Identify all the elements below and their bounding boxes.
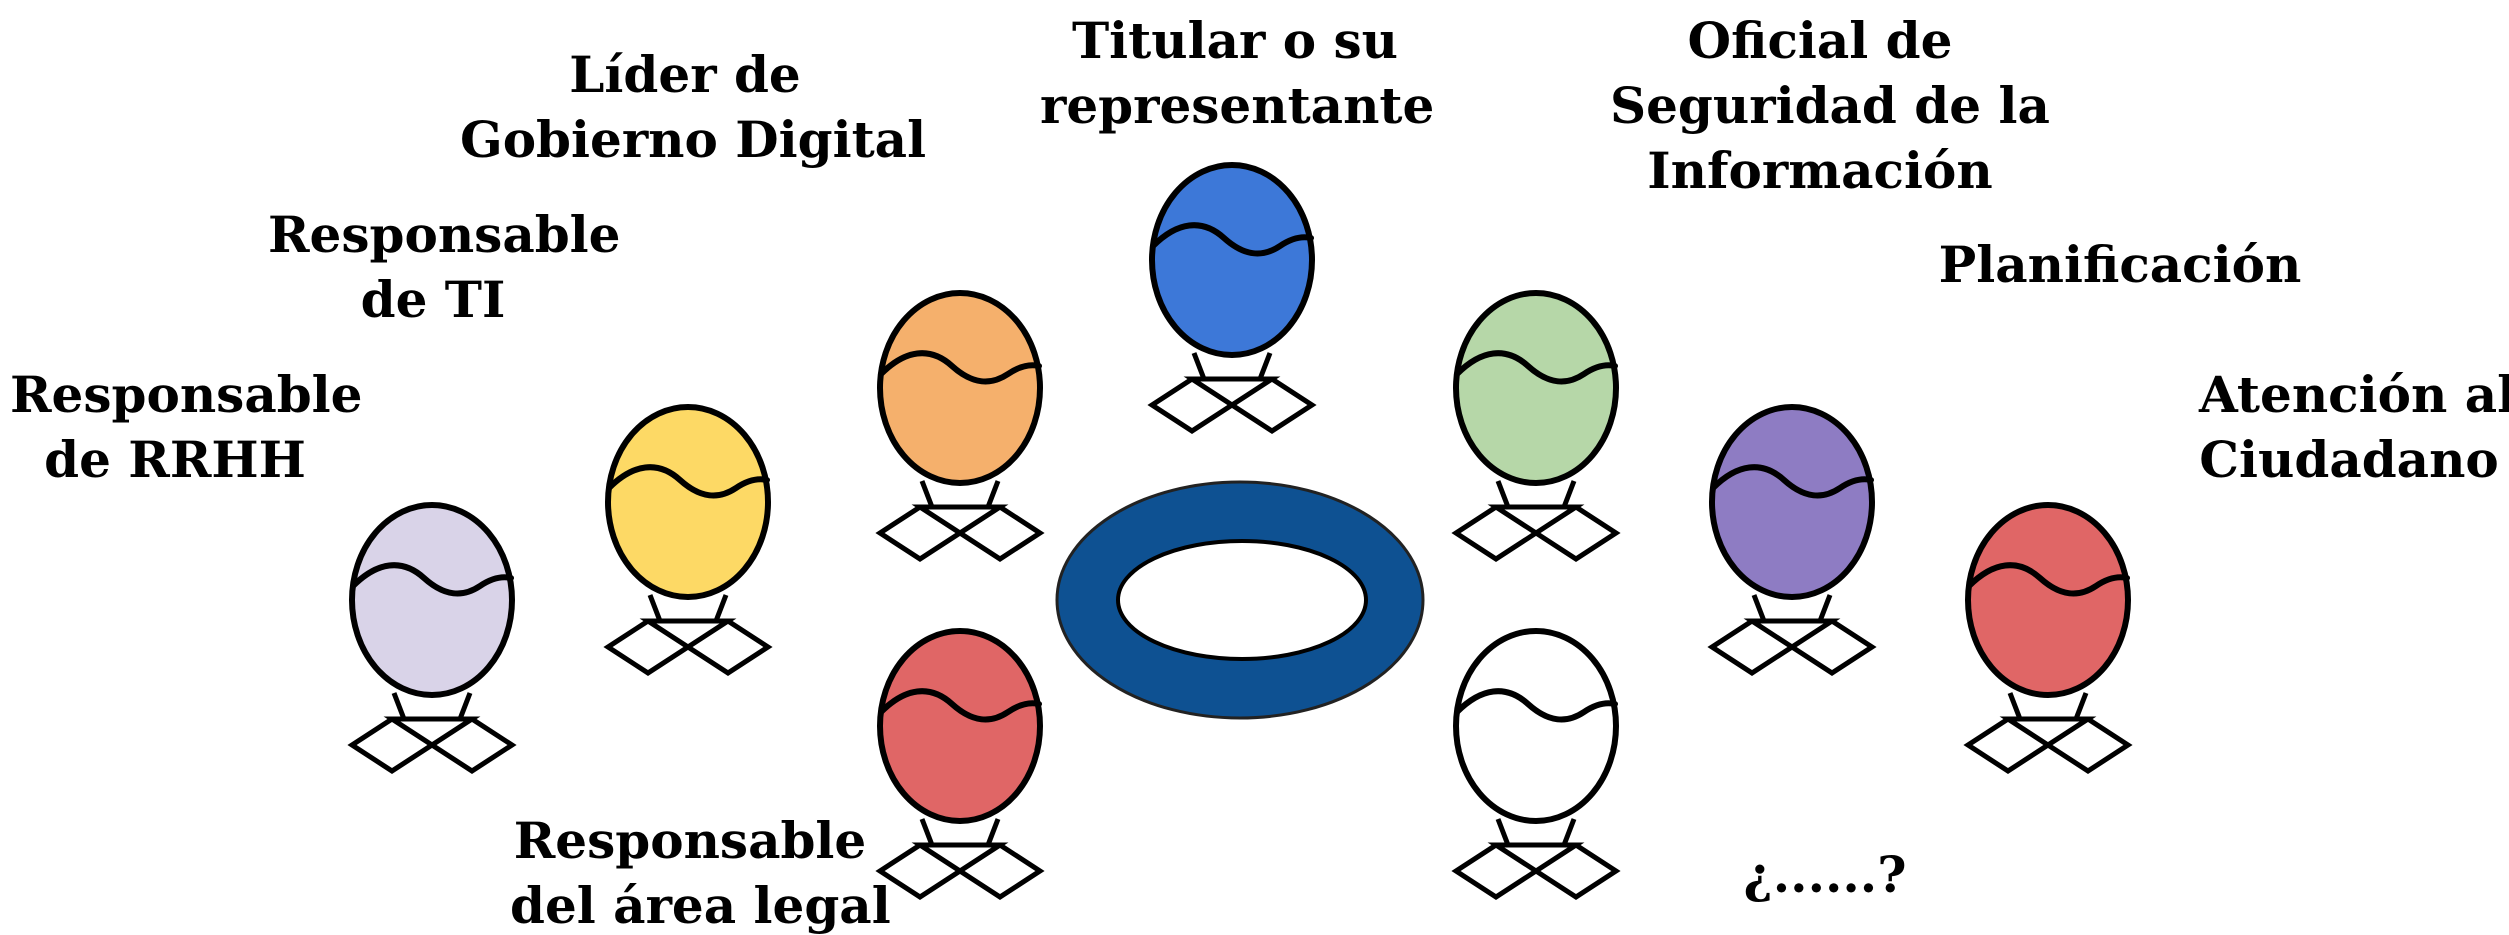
label-line: ¿......? (1743, 845, 1907, 904)
leg-diamond-right (911, 504, 1045, 562)
head-oval (349, 502, 515, 698)
leg-line (919, 480, 935, 508)
label-atencion-ciudadano: Atención al Ciudadano (2199, 362, 2509, 492)
figure-responsable-rrhh (347, 502, 517, 774)
leg-line (457, 692, 473, 720)
label-oficial-seguridad: Oficial de Seguridad de la Información (1610, 8, 2050, 203)
label-line: de RRHH (44, 430, 306, 489)
table-ring-hole (1116, 539, 1368, 661)
leg-line (919, 818, 935, 846)
leg-line (985, 480, 1001, 508)
label-line: Atención al (2199, 365, 2509, 424)
figure-unknown (1451, 628, 1621, 900)
label-line: del área legal (510, 876, 891, 935)
figure-responsable-ti (603, 404, 773, 676)
label-responsable-ti: Responsable de TI (268, 202, 621, 332)
leg-diamond-left (1451, 842, 1585, 900)
leg-diamond-right (1487, 842, 1621, 900)
hair-wave (1966, 562, 2130, 597)
label-planificacion: Planificación (1930, 232, 2310, 297)
label-line: Responsable (268, 205, 621, 264)
label-responsable-area-legal: Responsable del área legal (510, 808, 891, 935)
head-oval (1149, 162, 1315, 358)
leg-line (1495, 818, 1511, 846)
head-oval (1965, 502, 2131, 698)
leg-diamond-left (347, 716, 481, 774)
leg-line (985, 818, 1001, 846)
label-responsable-rrhh: Responsable de RRHH (10, 362, 363, 492)
label-line: Líder de (569, 45, 801, 104)
leg-diamond-left (1451, 504, 1585, 562)
label-line: representante (1040, 76, 1435, 135)
leg-diamond-right (383, 716, 517, 774)
leg-diamond-right (1487, 504, 1621, 562)
label-line: Responsable (10, 365, 363, 424)
figure-oficial-seguridad (1451, 290, 1621, 562)
leg-diamond-left (875, 842, 1009, 900)
leg-diamond-left (1707, 618, 1841, 676)
leg-diamond-left (1147, 376, 1281, 434)
leg-diamond-right (639, 618, 773, 676)
label-line: Titular o su (1071, 11, 1399, 70)
label-line: de TI (360, 270, 506, 329)
figure-titular-representante (1147, 162, 1317, 434)
label-line: Responsable (513, 811, 867, 870)
label-line: Oficial de (1687, 11, 1953, 70)
hair-wave (350, 562, 514, 597)
label-line: Información (1647, 141, 1993, 200)
leg-line (2007, 692, 2023, 720)
leg-line (1257, 352, 1273, 380)
label-line: Planificación (1938, 235, 2302, 294)
leg-diamond-right (1183, 376, 1317, 434)
figure-planificacion (1707, 404, 1877, 676)
head-oval (1453, 290, 1619, 486)
label-lider-gobierno-digital: Líder de Gobierno Digital (460, 42, 927, 172)
leg-diamond-right (1743, 618, 1877, 676)
leg-line (1817, 594, 1833, 622)
hair-wave (1710, 464, 1874, 499)
leg-line (1191, 352, 1207, 380)
hair-wave (878, 350, 1042, 385)
hair-wave (1150, 222, 1314, 257)
leg-diamond-right (911, 842, 1045, 900)
leg-line (647, 594, 663, 622)
leg-line (1561, 818, 1577, 846)
leg-diamond-left (1963, 716, 2097, 774)
leg-line (1495, 480, 1511, 508)
label-titular-representante: Titular o su representante (1040, 8, 1435, 138)
label-line: Ciudadano (2199, 430, 2499, 489)
hair-wave (606, 464, 770, 499)
label-unknown: ¿......? (1735, 842, 1915, 907)
head-oval (1453, 628, 1619, 824)
head-oval (605, 404, 771, 600)
head-oval (877, 628, 1043, 824)
leg-diamond-left (875, 504, 1009, 562)
figure-lider-gobierno-digital (875, 290, 1045, 562)
leg-line (391, 692, 407, 720)
label-line: Gobierno Digital (460, 110, 927, 169)
head-oval (1709, 404, 1875, 600)
leg-line (713, 594, 729, 622)
leg-line (1561, 480, 1577, 508)
leg-line (2073, 692, 2089, 720)
leg-diamond-right (1999, 716, 2133, 774)
leg-diamond-left (603, 618, 737, 676)
head-oval (877, 290, 1043, 486)
hair-wave (1454, 688, 1618, 723)
figure-responsable-area-legal (875, 628, 1045, 900)
figure-atencion-ciudadano (1963, 502, 2133, 774)
hair-wave (878, 688, 1042, 723)
hair-wave (1454, 350, 1618, 385)
label-line: Seguridad de la (1610, 76, 2050, 135)
leg-line (1751, 594, 1767, 622)
